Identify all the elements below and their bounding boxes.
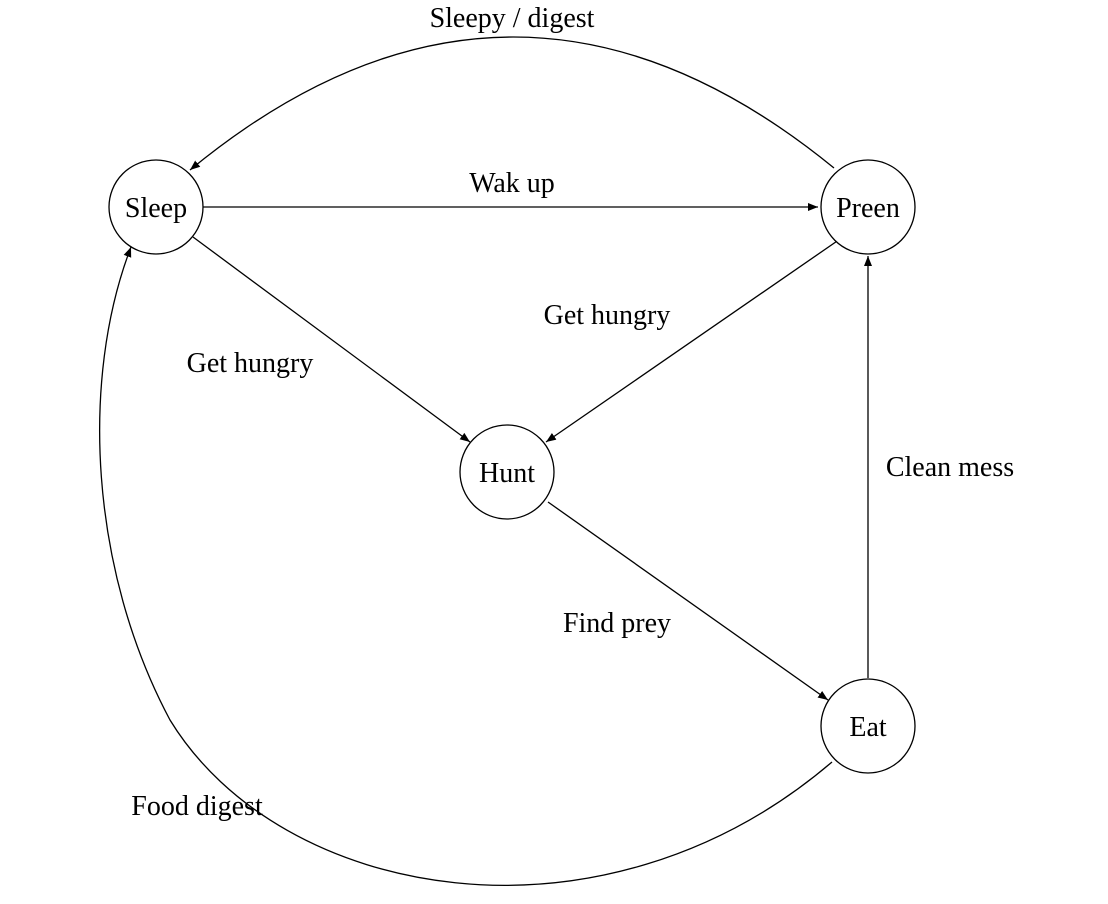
edge-food-digest	[99, 246, 833, 886]
node-eat-circle	[820, 678, 916, 774]
node-sleep-circle	[108, 159, 204, 255]
edge-label-food-digest: Food digest	[131, 791, 263, 822]
node-eat-label: Eat	[849, 712, 887, 743]
node-preen-label: Preen	[836, 193, 900, 224]
edge-label-clean-mess: Clean mess	[886, 452, 1014, 483]
edge-get-hungry-from-sleep	[192, 236, 471, 443]
edge-find-prey	[547, 501, 829, 701]
edge-label-sleepy-digest: Sleepy / digest	[430, 3, 595, 34]
node-preen-circle	[820, 159, 916, 255]
edge-label-find-prey: Find prey	[563, 608, 671, 639]
node-eat: Eat	[820, 678, 916, 774]
edge-label-get-hungry-from-preen: Get hungry	[544, 300, 671, 331]
edge-get-hungry-from-preen	[545, 236, 844, 443]
node-hunt-label: Hunt	[479, 458, 535, 489]
node-hunt: Hunt	[459, 424, 555, 520]
node-sleep-label: Sleep	[125, 193, 187, 224]
edge-label-wak-up: Wak up	[469, 168, 555, 199]
edge-label-get-hungry-from-sleep: Get hungry	[187, 348, 314, 379]
node-preen: Preen	[820, 159, 916, 255]
node-hunt-circle	[459, 424, 555, 520]
node-sleep: Sleep	[108, 159, 204, 255]
edge-sleepy-digest	[189, 36, 835, 171]
